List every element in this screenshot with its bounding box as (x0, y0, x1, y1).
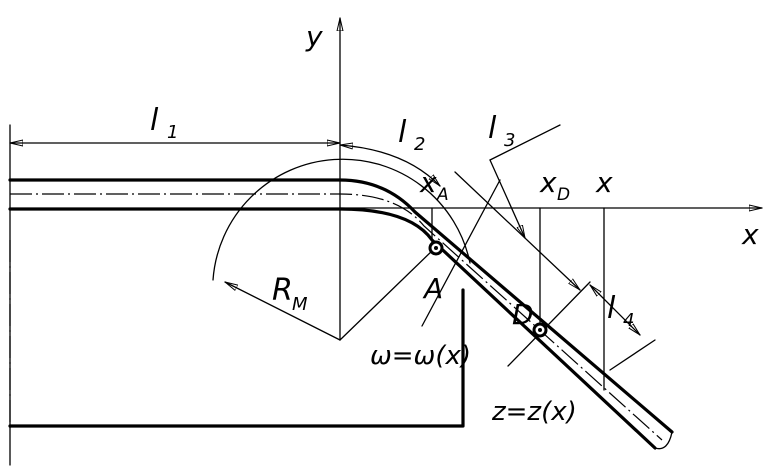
strip-outer-edge (8, 178, 674, 434)
l4-label: l (607, 291, 616, 326)
omega-equation: ω=ω(x) (370, 341, 471, 371)
die-arc (212, 158, 471, 281)
RM-subscript: M (292, 294, 308, 315)
l1-subscript: 1 (167, 122, 178, 143)
point-D-center (538, 328, 542, 332)
l3-label: l (488, 111, 497, 146)
die-body (8, 288, 465, 428)
radius-dimension (224, 281, 341, 341)
xA-subscript: A (436, 185, 449, 205)
RM-label: R (272, 273, 293, 308)
l3-leader (489, 159, 526, 239)
strip-centerline (10, 193, 663, 441)
point-A-label: A (422, 272, 443, 305)
l3-dimension (454, 171, 581, 291)
l4-dimension (589, 284, 641, 336)
xD-subscript: D (557, 185, 570, 205)
l1-label: l (150, 103, 159, 138)
l3-subscript: 3 (504, 130, 515, 151)
l2-subscript: 2 (414, 134, 425, 155)
x-axis-label: x (741, 218, 759, 251)
l4-tick (609, 339, 656, 371)
z-equation: z=z(x) (491, 397, 577, 427)
strip-end (654, 431, 673, 450)
xD-label: x (539, 166, 557, 199)
y-axis-label: y (305, 20, 323, 53)
point-A-center (434, 246, 438, 250)
radius-line (339, 247, 436, 341)
x-coord-label: x (595, 166, 613, 199)
strip-inner-edge (8, 207, 657, 450)
xA-label: x (419, 166, 437, 199)
point-D-label: D (512, 298, 534, 331)
l2-dimension (339, 145, 441, 187)
l2-label: l (398, 115, 407, 150)
l3-leader-top (489, 124, 561, 161)
l4-subscript: 4 (623, 310, 634, 331)
z-section-line (507, 281, 591, 367)
omega-section-line (421, 179, 501, 327)
